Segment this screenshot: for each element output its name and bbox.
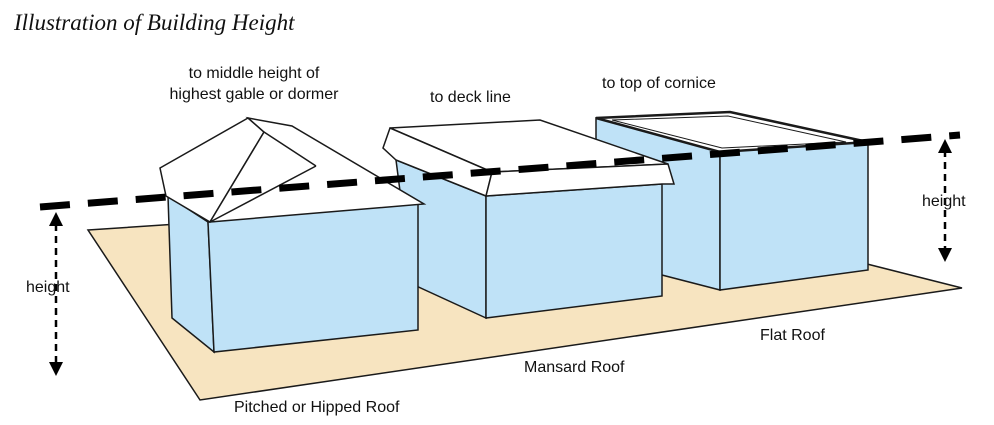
pitched-building-roof-ridge	[263, 131, 317, 167]
cornice-label: to top of cornice	[602, 75, 716, 92]
right-height-label: height	[922, 193, 966, 210]
mansard-building-roof-front-slope	[485, 163, 676, 197]
flat-building-roof-inset	[611, 115, 847, 149]
gable-label-line-1: to middle height of	[188, 65, 320, 82]
flat-building-front-wall	[719, 141, 869, 291]
pitched-building-roof-right	[208, 116, 427, 223]
deck-line-label: to deck line	[430, 89, 511, 106]
gable-label: to middle height of highest gable or dor…	[146, 64, 362, 106]
height-reference-line	[39, 131, 961, 211]
pitched-roof-building	[159, 116, 427, 354]
pitched-building-roof-hip	[209, 165, 317, 223]
flat-roof-label: Flat Roof	[760, 327, 825, 344]
pitched-building-front-wall	[207, 201, 419, 353]
left-height-arrow	[49, 212, 63, 376]
diagram-title: Illustration of Building Height	[14, 10, 295, 35]
mansard-roof-label: Mansard Roof	[524, 359, 625, 376]
mansard-building-front-wall	[485, 183, 663, 319]
right-height-arrow	[938, 139, 952, 262]
left-height-label: height	[26, 279, 70, 296]
gable-label-line-2: highest gable or dormer	[169, 85, 339, 103]
pitched-roof-label: Pitched or Hipped Roof	[234, 399, 400, 416]
